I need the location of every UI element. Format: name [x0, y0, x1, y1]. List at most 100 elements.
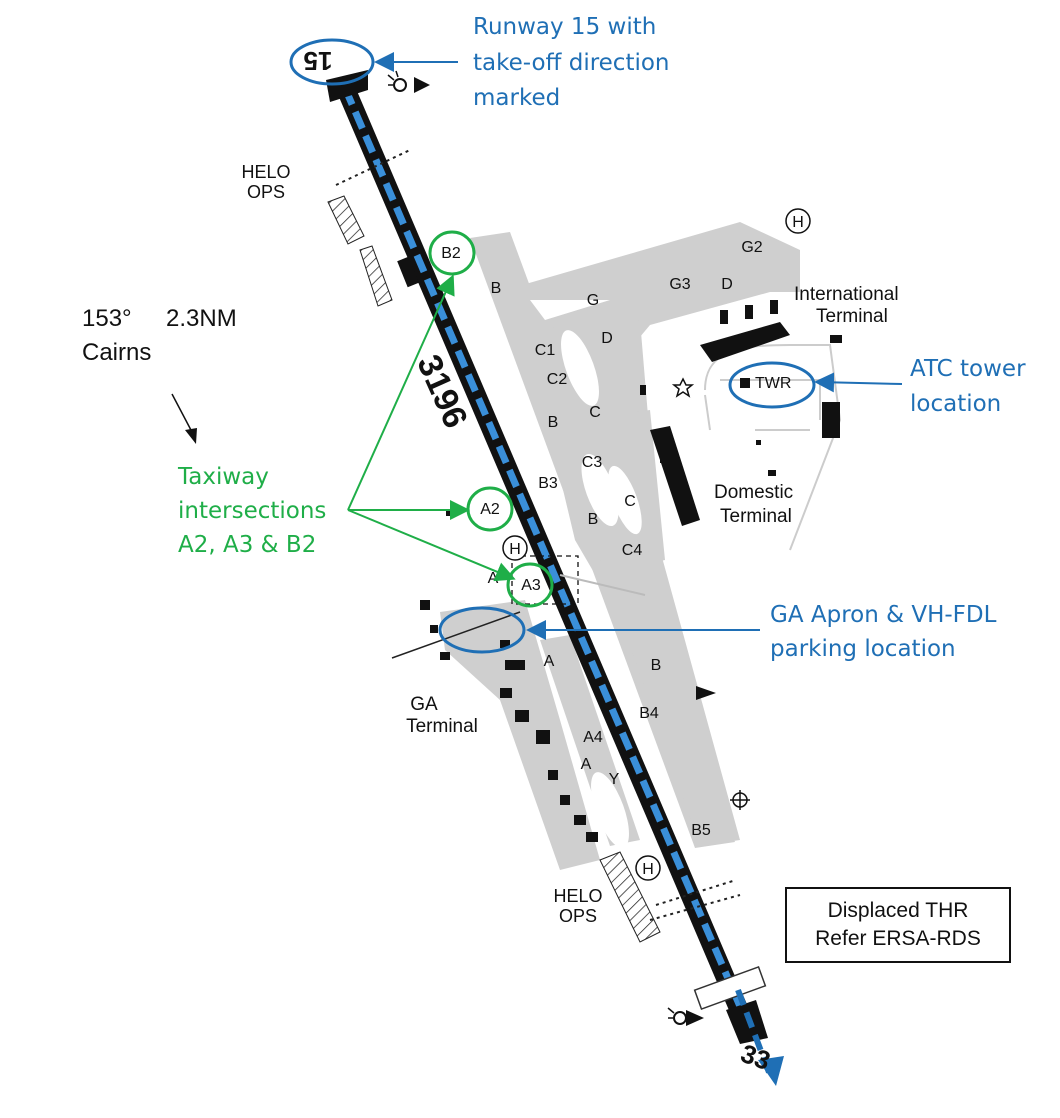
island-5	[591, 772, 629, 848]
taxiway-label: D	[601, 330, 613, 347]
buildings	[420, 300, 842, 842]
ga-bldg-1	[420, 600, 430, 610]
helo-pad-north-1	[327, 195, 365, 245]
arrow-b2	[347, 274, 455, 511]
taxiway-label: B5	[691, 822, 711, 839]
taxiway-label: G	[587, 292, 599, 309]
taxiway-label: B	[491, 280, 502, 297]
island-1	[561, 330, 599, 406]
intl-pier-2	[745, 305, 753, 319]
callout-atc-line1: ATC tower	[910, 356, 1026, 382]
heli-symbol-ne-label: H	[792, 214, 804, 231]
taxiway-label: A3	[521, 577, 541, 594]
y-taxiway-line	[559, 574, 646, 596]
crosshair-icon	[730, 790, 750, 810]
bldg-1	[830, 335, 842, 343]
helo-ops-south-line2: OPS	[559, 906, 597, 926]
beacon-south-icon	[667, 1007, 704, 1026]
callout-text: Runway 15 with take-off direction marked…	[177, 14, 1026, 662]
ga-terminal-line1: GA	[410, 694, 438, 715]
heli-symbol-south: H	[635, 855, 661, 881]
bldg-5	[768, 470, 776, 476]
taxiway-label: B3	[538, 475, 558, 492]
heli-symbol-ne: H	[785, 208, 811, 234]
helo-ops-south-line1: HELO	[553, 886, 602, 906]
helo-ops-north-line2: OPS	[247, 182, 285, 202]
callout-runway15-line2: take-off direction	[473, 50, 670, 76]
callout-runway15-line3: marked	[473, 85, 560, 111]
callout-taxiway-line1: Taxiway	[177, 464, 269, 490]
taxiway-label: B	[588, 511, 599, 528]
tower-label: TWR	[755, 375, 791, 392]
taxiway-labels: B2 B G G3 D G2 C1 D C2 B C C3 B3 C A2 B …	[441, 239, 763, 839]
star-icon	[671, 377, 695, 398]
intl-terminal-line2: Terminal	[816, 306, 888, 327]
intl-pier-3	[770, 300, 778, 314]
ga-apron-ellipse	[438, 606, 526, 654]
bearing-label: 153°	[82, 305, 132, 332]
runway-15-33	[326, 70, 784, 1086]
ga-bldg-6	[500, 688, 512, 698]
island-2	[581, 453, 619, 527]
taxiway-label: B4	[639, 705, 659, 722]
callout-taxiway-line3: A2, A3 & B2	[178, 532, 316, 558]
heli-symbol-south-label: H	[642, 861, 654, 878]
taxiway-label: A	[581, 756, 592, 773]
ga-bldg-3	[440, 652, 450, 660]
taxiway-b-south	[600, 550, 740, 846]
ga-bldg-2	[430, 625, 438, 633]
ga-bldg-11	[574, 815, 586, 825]
beacon-icon	[387, 70, 430, 93]
heli-symbol-mid: H	[502, 535, 528, 561]
international-terminal-building	[700, 322, 790, 362]
arrow-a3	[347, 509, 516, 582]
runway-stub-north	[397, 256, 419, 288]
helo-dotted-south-2	[649, 894, 741, 921]
taxiway-label: A4	[583, 729, 603, 746]
callout-arrows	[347, 52, 903, 640]
helo-pad-north-2	[359, 245, 393, 307]
domestic-terminal-building	[650, 426, 700, 526]
flag-icon	[696, 686, 716, 700]
dom-terminal-line2: Terminal	[720, 506, 792, 527]
bldg-3	[640, 385, 646, 395]
bldg-2	[822, 402, 840, 438]
taxiway-label: B	[651, 657, 662, 674]
taxiway-label: G2	[741, 239, 762, 256]
b2-ellipse	[428, 230, 476, 276]
taxiway-label: Y	[609, 771, 620, 788]
taxiway-label: G3	[669, 276, 690, 293]
runway-centerline	[341, 86, 749, 1020]
displaced-threshold-bar	[693, 966, 767, 1010]
displaced-threshold-note: Displaced THR Refer ERSA-RDS	[785, 887, 1011, 963]
north-arrow-icon	[171, 393, 197, 444]
taxiway-label: C	[589, 404, 601, 421]
a3-ellipse	[506, 562, 554, 608]
intl-terminal-line1: International	[794, 284, 899, 305]
pavement-islands	[530, 300, 642, 848]
ga-bldg-12	[586, 832, 598, 842]
displaced-threshold-frame	[785, 887, 1011, 963]
taxiway-label: C3	[582, 454, 603, 471]
taxiway-label: C1	[535, 342, 556, 359]
taxiway-label: B2	[441, 245, 461, 262]
ga-approach-line	[391, 611, 521, 659]
distance-label: 2.3NM	[166, 305, 237, 332]
twr-ellipse	[728, 361, 816, 409]
island-3	[608, 465, 642, 535]
arrow-atc	[814, 372, 903, 393]
displaced-thr-line1: Displaced THR	[828, 899, 969, 922]
tower-block	[740, 378, 750, 388]
map-symbols: H H H	[171, 70, 811, 1026]
callout-runway15-line1: Runway 15 with	[473, 14, 656, 40]
map-labels: 15 33 3196 153° 2.3NM Cairns HELO OPS HE…	[82, 46, 899, 1076]
ga-bldg-5	[505, 660, 525, 670]
displaced-thr-line2: Refer ERSA-RDS	[815, 927, 981, 950]
ga-bldg-8	[536, 730, 550, 744]
taxiway-label: A2	[480, 501, 500, 518]
taxiway-label: B	[548, 414, 559, 431]
callout-ga-line2: parking location	[770, 636, 956, 662]
taxiway-label: C	[624, 493, 636, 510]
taxiway-label: A	[544, 653, 555, 670]
